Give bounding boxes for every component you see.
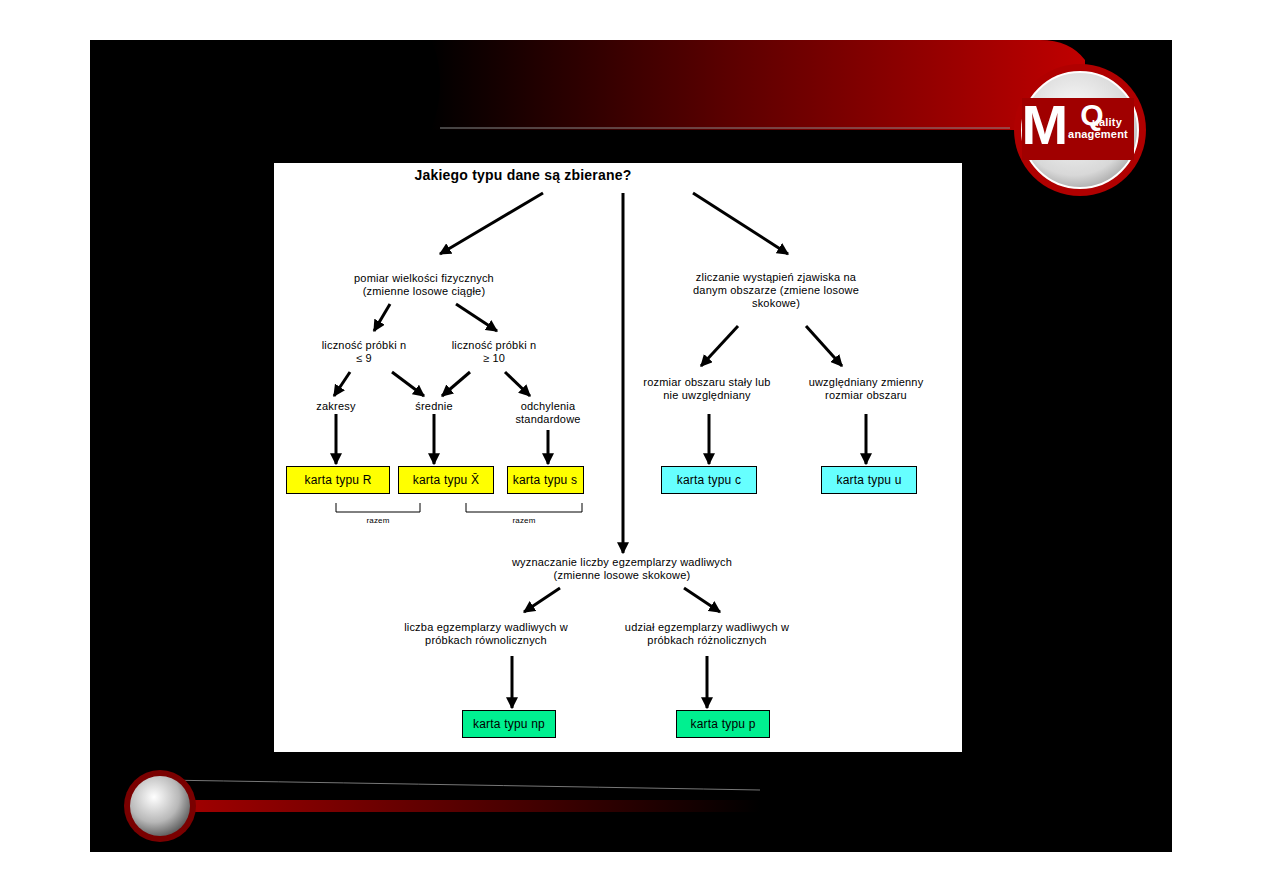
chart-box-yellow: karta typu R [286, 466, 390, 494]
flow-label: udział egzemplarzy wadliwych w próbkach … [622, 621, 792, 647]
box-text: karta typu np [473, 717, 545, 731]
chart-box-yellow: karta typu s [507, 466, 584, 494]
logo-text: anagement [1068, 128, 1128, 140]
flow-label: rozmiar obszaru stały lub nie uwzględnia… [642, 376, 772, 402]
box-text: karta typu s [513, 473, 577, 487]
chart-box-yellow: karta typu X̄ [398, 466, 494, 494]
box-text: karta typu p [690, 717, 755, 731]
logo-letter: M [1022, 96, 1069, 154]
flow-label: odchylenia standardowe [503, 400, 593, 426]
flow-label: średnie [415, 400, 452, 413]
chart-box-cyan: karta typu u [821, 466, 917, 494]
box-text: karta typu X̄ [413, 473, 479, 487]
chart-box-green: karta typu np [462, 710, 556, 738]
razem-bracket [336, 503, 582, 512]
ball-ring [124, 770, 196, 842]
box-text: karta typu R [304, 473, 371, 487]
flow-label: wyznaczanie liczby egzemplarzy wadliwych… [497, 556, 747, 582]
rule-line [160, 780, 760, 790]
chart-box-green: karta typu p [676, 710, 770, 738]
logo-disc [1022, 72, 1138, 188]
logo-text: uality [1092, 116, 1122, 128]
chart-box-cyan: karta typu c [661, 466, 757, 494]
flow-label: razem [366, 516, 389, 526]
flow-label: razem [512, 516, 535, 526]
flow-label: uwzględniany zmienny rozmiar obszaru [806, 376, 926, 402]
bottom-bar [130, 800, 760, 812]
flow-arrows [334, 193, 866, 708]
flow-label: liczność próbki n ≤ 9 [319, 339, 409, 365]
flow-label: liczba egzemplarzy wadliwych w próbkach … [401, 621, 571, 647]
diagram-title: Jakiego typu dane są zbierane? [415, 169, 632, 182]
box-text: karta typu u [836, 473, 901, 487]
flow-label: zliczanie wystąpień zjawiska na danym ob… [688, 271, 864, 310]
logo-ring [1014, 64, 1146, 196]
flow-label: zakresy [316, 400, 355, 413]
flow-label: pomiar wielkości fizycznych (zmienne los… [338, 272, 510, 298]
slide [90, 40, 1172, 852]
box-text: karta typu c [677, 473, 741, 487]
ball [130, 776, 190, 836]
flow-label: liczność próbki n ≥ 10 [449, 339, 539, 365]
top-bar [430, 40, 1085, 130]
rule-line [440, 128, 1010, 129]
diagram-panel [274, 163, 962, 752]
